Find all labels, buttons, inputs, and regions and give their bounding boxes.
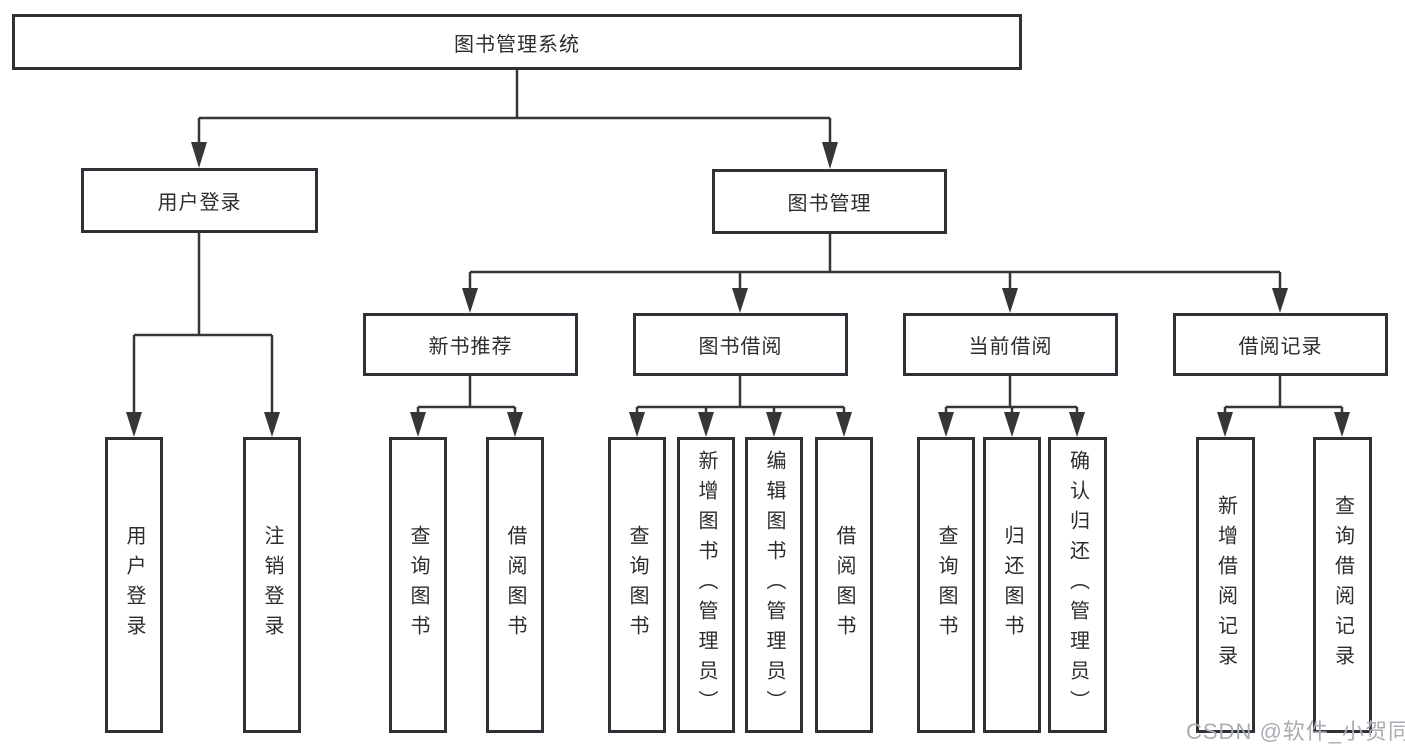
- arrow-down-icon: [822, 142, 838, 169]
- node-book-borrow: 图书借阅: [633, 313, 848, 376]
- arrow-down-icon: [1334, 412, 1350, 437]
- arrow-down-icon: [264, 412, 280, 437]
- arrow-down-icon: [1069, 412, 1085, 437]
- arrow-down-icon: [126, 412, 142, 437]
- arrow-down-icon: [698, 412, 714, 437]
- arrow-down-icon: [410, 412, 426, 437]
- arrow-down-icon: [836, 412, 852, 437]
- watermark: CSDN @软件_小贺同学: [1186, 719, 1405, 744]
- node-book-management: 图书管理: [712, 169, 947, 234]
- node-user-login: 用户登录: [81, 168, 318, 233]
- arrow-down-icon: [462, 288, 478, 313]
- leaf-newbook-borrow: 借阅图书: [486, 437, 544, 733]
- arrow-down-icon: [507, 412, 523, 437]
- arrow-down-icon: [1272, 288, 1288, 313]
- node-new-book-recommend: 新书推荐: [363, 313, 578, 376]
- leaf-current-query: 查询图书: [917, 437, 975, 733]
- leaf-current-confirm-admin: 确认归还（管理员）: [1048, 437, 1107, 733]
- arrow-down-icon: [732, 288, 748, 313]
- node-current-borrow: 当前借阅: [903, 313, 1118, 376]
- arrow-down-icon: [766, 412, 782, 437]
- arrow-down-icon: [191, 142, 207, 168]
- leaf-records-add: 新增借阅记录: [1196, 437, 1255, 733]
- leaf-user-login: 用户登录: [105, 437, 163, 733]
- leaf-borrow-query: 查询图书: [608, 437, 666, 733]
- arrow-down-icon: [1002, 288, 1018, 313]
- arrow-down-icon: [938, 412, 954, 437]
- leaf-borrow-add-admin: 新增图书（管理员）: [677, 437, 735, 733]
- node-borrow-records: 借阅记录: [1173, 313, 1388, 376]
- arrow-down-icon: [629, 412, 645, 437]
- arrow-down-icon: [1217, 412, 1233, 437]
- node-library-system: 图书管理系统: [12, 14, 1022, 70]
- leaf-borrow-borrow: 借阅图书: [815, 437, 873, 733]
- leaf-newbook-query: 查询图书: [389, 437, 447, 733]
- leaf-current-return: 归还图书: [983, 437, 1041, 733]
- leaf-borrow-edit-admin: 编辑图书（管理员）: [745, 437, 803, 733]
- arrow-down-icon: [1004, 412, 1020, 437]
- leaf-records-query: 查询借阅记录: [1313, 437, 1372, 733]
- leaf-logout: 注销登录: [243, 437, 301, 733]
